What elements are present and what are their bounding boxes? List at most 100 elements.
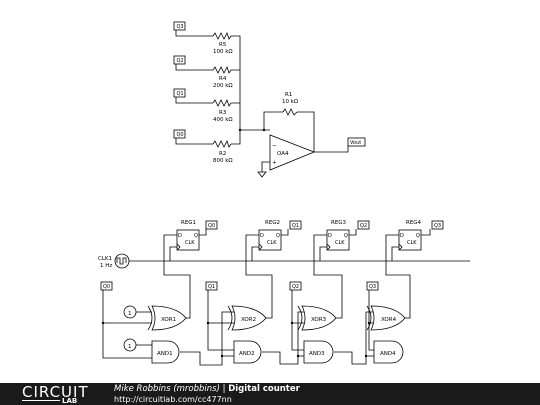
svg-text:R5: R5 <box>219 42 227 48</box>
register-reg3[interactable]: REG3 D Q CLK <box>326 220 350 251</box>
svg-text:Q3: Q3 <box>369 284 376 290</box>
svg-text:Vout: Vout <box>350 140 361 146</box>
xor-gate-3[interactable]: XOR3 <box>297 305 337 331</box>
register-reg4[interactable]: REG4 D Q CLK <box>398 220 422 251</box>
reg1-q-tag[interactable]: Q0 <box>205 220 218 230</box>
and-gate-4[interactable]: AND4 <box>373 340 404 364</box>
svg-text:Q2: Q2 <box>292 284 299 290</box>
svg-text:Q: Q <box>416 233 420 239</box>
svg-text:OA4: OA4 <box>277 151 289 157</box>
bus-tag-q0[interactable]: Q0 <box>100 281 113 291</box>
ground-icon <box>257 171 267 178</box>
svg-text:800 kΩ: 800 kΩ <box>213 158 233 164</box>
circuitlab-logo[interactable]: CIRCUIT <box>22 383 89 401</box>
opamp-oa4[interactable]: − + OA4 <box>269 134 316 171</box>
svg-text:D: D <box>328 233 332 239</box>
svg-text:REG4: REG4 <box>406 220 422 226</box>
counter-section: CLK1 1 Hz REG1 D Q CLK REG2 D Q CLK REG3… <box>98 220 470 366</box>
svg-text:REG1: REG1 <box>181 220 196 226</box>
footer-bar: CIRCUIT LAB Mike Robbins (mrobbins) | Di… <box>0 383 540 405</box>
svg-text:R1: R1 <box>285 92 292 98</box>
dac-section: Q3 Q2 Q1 Q0 R5 100 kΩ R4 200 kΩ <box>173 21 366 178</box>
svg-text:CLK: CLK <box>185 240 195 246</box>
square-wave-icon <box>116 257 127 265</box>
svg-text:Q1: Q1 <box>177 91 184 97</box>
resistor-r4[interactable]: R4 200 kΩ <box>212 65 233 89</box>
svg-text:+: + <box>272 160 277 166</box>
input-tag-q0[interactable]: Q0 <box>173 129 186 139</box>
svg-text:AND1: AND1 <box>157 351 173 357</box>
resistor-r2[interactable]: R2 800 kΩ <box>212 139 233 164</box>
svg-text:AND3: AND3 <box>309 351 325 357</box>
author-and-title: Mike Robbins (mrobbins) | Digital counte… <box>114 384 300 394</box>
constant-source-1b[interactable]: 1 <box>123 338 137 352</box>
and-gate-1[interactable]: AND1 <box>151 340 180 364</box>
resistor-r3[interactable]: R3 400 kΩ <box>212 98 233 123</box>
schematic-canvas: Q3 Q2 Q1 Q0 R5 100 kΩ R4 200 kΩ <box>98 21 470 366</box>
title-separator: | <box>219 384 229 394</box>
bus-tag-q3[interactable]: Q3 <box>366 281 379 291</box>
svg-text:Q3: Q3 <box>434 223 441 229</box>
circuit-title: Digital counter <box>228 384 300 394</box>
circuit-url-link[interactable]: http://circuitlab.com/cc477nn <box>114 395 232 404</box>
svg-text:D: D <box>178 233 182 239</box>
svg-text:Q0: Q0 <box>103 284 110 290</box>
svg-text:XOR1: XOR1 <box>161 317 176 323</box>
clock-source-clk1[interactable]: CLK1 1 Hz <box>98 253 130 269</box>
author-name[interactable]: Mike Robbins (mrobbins) <box>114 384 220 394</box>
bus-tag-q2[interactable]: Q2 <box>289 281 302 291</box>
resistor-r1[interactable]: R1 10 kΩ <box>282 92 298 116</box>
svg-text:CLK: CLK <box>335 240 345 246</box>
svg-text:Q1: Q1 <box>292 223 299 229</box>
svg-text:XOR4: XOR4 <box>381 317 397 323</box>
input-tag-q1[interactable]: Q1 <box>173 88 186 98</box>
svg-text:R2: R2 <box>219 151 226 157</box>
svg-text:1: 1 <box>128 311 132 317</box>
svg-text:XOR2: XOR2 <box>241 317 256 323</box>
input-tag-q3[interactable]: Q3 <box>173 21 186 31</box>
and-gate-3[interactable]: AND3 <box>303 340 334 364</box>
svg-text:400 kΩ: 400 kΩ <box>213 117 233 123</box>
xor-gate-2[interactable]: XOR2 <box>227 305 267 331</box>
svg-text:Q1: Q1 <box>208 284 215 290</box>
svg-text:1 Hz: 1 Hz <box>100 263 112 269</box>
reg4-q-tag[interactable]: Q3 <box>431 220 444 230</box>
svg-text:200 kΩ: 200 kΩ <box>213 83 233 89</box>
xor-gate-1[interactable]: XOR1 <box>147 305 187 331</box>
svg-text:Q: Q <box>194 233 198 239</box>
svg-text:CLK: CLK <box>267 240 277 246</box>
svg-text:100 kΩ: 100 kΩ <box>213 49 233 55</box>
svg-text:Q2: Q2 <box>177 58 184 64</box>
svg-text:D: D <box>260 233 264 239</box>
svg-text:1: 1 <box>128 344 132 350</box>
svg-text:CLK1: CLK1 <box>98 256 112 262</box>
resistor-r5[interactable]: R5 100 kΩ <box>212 31 233 55</box>
svg-text:Q: Q <box>276 233 280 239</box>
constant-source-1a[interactable]: 1 <box>123 305 137 319</box>
circuitlab-logo-lab: LAB <box>62 397 78 405</box>
bus-tag-q1[interactable]: Q1 <box>205 281 218 291</box>
svg-text:AND4: AND4 <box>380 351 396 357</box>
register-reg2[interactable]: REG2 D Q CLK <box>258 220 282 251</box>
reg2-q-tag[interactable]: Q1 <box>289 220 302 230</box>
input-tag-q2[interactable]: Q2 <box>173 55 186 65</box>
svg-text:D: D <box>400 233 404 239</box>
output-tag-vout[interactable]: Vout <box>347 137 366 147</box>
xor-gate-4[interactable]: XOR4 <box>366 305 406 331</box>
svg-text:REG2: REG2 <box>265 220 280 226</box>
svg-text:Q0: Q0 <box>208 223 215 229</box>
svg-text:AND2: AND2 <box>239 351 255 357</box>
svg-text:10 kΩ: 10 kΩ <box>282 99 298 105</box>
svg-text:Q: Q <box>344 233 348 239</box>
svg-text:CLK: CLK <box>407 240 417 246</box>
svg-text:R4: R4 <box>219 76 227 82</box>
register-reg1[interactable]: REG1 D Q CLK <box>176 220 200 251</box>
svg-text:Q0: Q0 <box>177 132 184 138</box>
reg3-q-tag[interactable]: Q2 <box>357 220 370 230</box>
logo-wire-icon <box>22 400 60 401</box>
svg-text:R3: R3 <box>219 110 227 116</box>
and-gate-2[interactable]: AND2 <box>233 340 262 364</box>
svg-text:XOR3: XOR3 <box>311 317 327 323</box>
svg-text:Q3: Q3 <box>177 24 184 30</box>
